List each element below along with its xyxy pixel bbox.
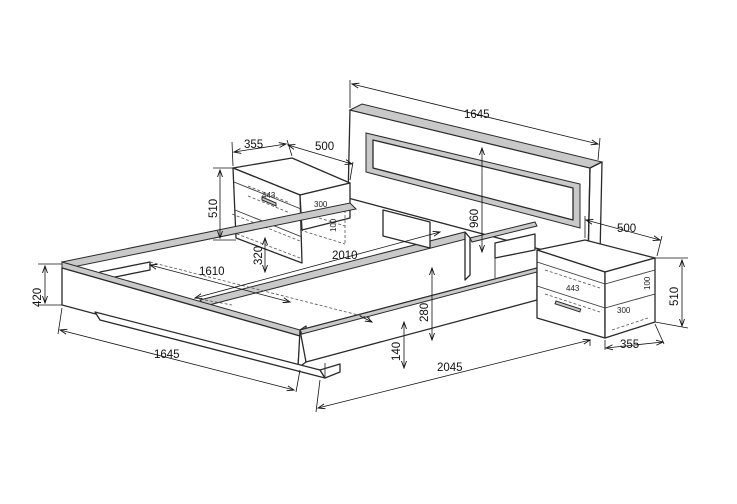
right-drawer-depth-label: 300 [617,306,631,315]
left-drawer-side-label: 100 [329,218,338,232]
left-drawer-width-label: 443 [262,191,276,200]
headboard-height-dim: 960 [469,209,481,228]
right-drawer-width-label: 443 [566,284,580,293]
left-nightstand-depth-dim: 355 [244,139,263,151]
frame-width-dim: 1645 [154,349,180,361]
dimension-lines [38,80,689,413]
inner-length-dim: 2010 [332,250,358,262]
headboard-width-dim: 1645 [464,109,490,121]
inner-width-dim: 1610 [199,266,225,278]
left-drawer-depth-label: 300 [314,200,328,209]
frame-inner-height-dim: 280 [419,303,431,322]
right-drawer-side-label: 100 [643,276,652,290]
drawer-height-dim: 320 [253,246,265,265]
right-nightstand-height-dim: 510 [669,287,681,306]
frame-height-dim: 420 [32,288,44,307]
left-nightstand-width-dim: 500 [315,141,334,153]
frame-length-dim: 2045 [437,362,463,374]
base-height-dim: 140 [391,342,403,361]
right-nightstand-depth-dim: 355 [620,339,639,351]
dimension-labels: 1645 355 500 510 320 960 500 510 355 420… [32,109,681,374]
right-nightstand: 443 100 300 [536,239,656,339]
left-nightstand-height-dim: 510 [208,199,220,218]
right-nightstand-width-dim: 500 [617,223,636,235]
